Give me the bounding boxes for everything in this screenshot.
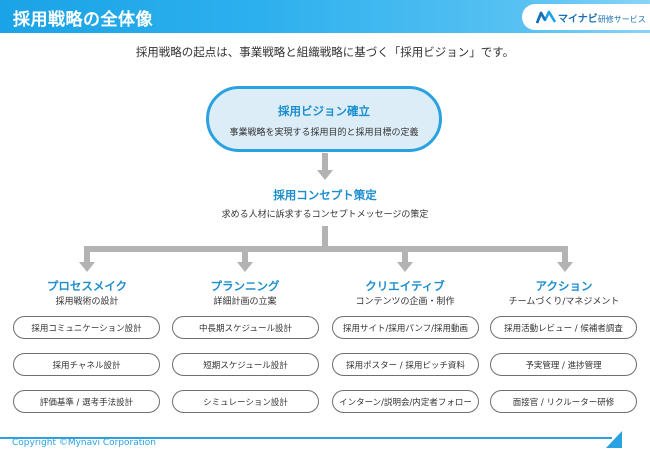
corner-triangle-icon: [606, 431, 622, 448]
arrow-head-col-3: [397, 262, 413, 272]
column-title-action: アクション: [535, 279, 593, 293]
column-title-creative: クリエイティブ: [365, 279, 445, 293]
column-subtitle-action: チームづくり/マネジメント: [508, 297, 620, 307]
item-pill: 採用活動レビュー / 候補者調査: [490, 316, 637, 339]
column-title-process-make: プロセスメイク: [46, 279, 128, 293]
item-pill: 中長期スケジュール設計: [172, 316, 319, 339]
logo-text: マイナビ研修サービス: [558, 10, 646, 25]
copyright-text: Copyright ©Mynavi Corporation: [12, 438, 156, 448]
arrow-head-col-4: [557, 262, 573, 272]
connector-col-1: [84, 249, 90, 263]
intro-text: 採用戦略の起点は、事業戦略と組織戦略に基づく「採用ビジョン」です。: [135, 45, 515, 59]
item-pill: シミュレーション設計: [172, 390, 319, 413]
connector-col-4: [562, 249, 568, 263]
logo-subtitle: 研修サービス: [597, 15, 646, 24]
column-subtitle-planning: 詳細計画の立案: [213, 297, 277, 307]
arrow-head-col-1: [79, 262, 95, 272]
connector-concept-branch: [322, 226, 328, 249]
connector-horizontal: [84, 246, 568, 252]
vision-title: 採用ビジョン確立: [278, 104, 370, 118]
vision-box: 採用ビジョン確立 事業戦略を実現する採用目的と採用目標の定義: [206, 86, 442, 152]
item-pill: 評価基準 / 選考手法設計: [13, 390, 160, 413]
column-subtitle-process-make: 採用戦術の設計: [55, 297, 119, 307]
connector-col-3: [402, 249, 408, 263]
arrow-head-col-2: [237, 262, 253, 272]
header-bar: 採用戦略の全体像 マイナビ研修サービス: [0, 0, 650, 33]
page-title: 採用戦略の全体像: [13, 10, 153, 30]
concept-subtitle: 求める人材に訴求するコンセプトメッセージの策定: [221, 210, 429, 220]
item-pill: 短期スケジュール設計: [172, 353, 319, 376]
item-pill: 面接官 / リクルーター研修: [490, 390, 637, 413]
item-pill: 採用チャネル設計: [13, 353, 160, 376]
item-pill: 予実管理 / 進捗管理: [490, 353, 637, 376]
mynavi-logo-icon: [536, 10, 556, 24]
logo-brand: マイナビ: [558, 14, 598, 25]
item-pill: インターン/説明会/内定者フォロー: [332, 390, 479, 413]
brand-logo: マイナビ研修サービス: [522, 4, 650, 30]
connector-vision-concept: [322, 153, 328, 171]
arrow-head-concept: [317, 170, 333, 180]
connector-col-2: [242, 249, 248, 263]
item-pill: 採用ポスター / 採用ピッチ資料: [332, 353, 479, 376]
vision-subtitle: 事業戦略を実現する採用目的と採用目標の定義: [229, 128, 419, 138]
column-subtitle-creative: コンテンツの企画・制作: [355, 297, 455, 307]
concept-title: 採用コンセプト策定: [273, 188, 377, 202]
column-title-planning: プランニング: [210, 279, 280, 293]
item-pill: 採用コミュニケーション設計: [13, 316, 160, 339]
item-pill: 採用サイト/採用パンフ/採用動画: [332, 316, 479, 339]
footer-divider: [0, 437, 612, 439]
